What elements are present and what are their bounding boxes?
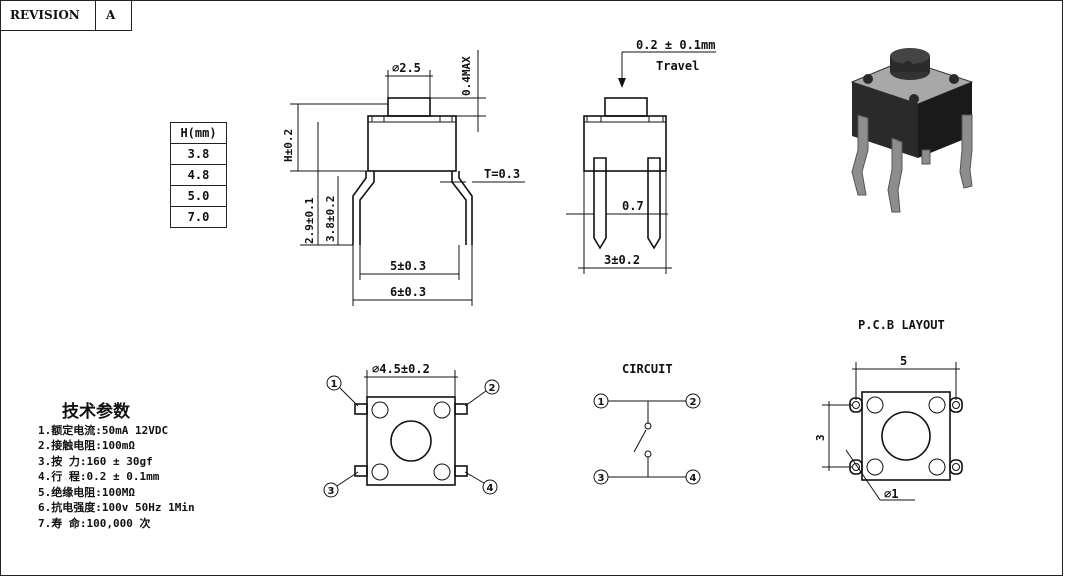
revision-box: REVISION A: [0, 0, 132, 31]
actuator-front: [387, 97, 431, 117]
body-front: [367, 115, 457, 172]
lead-length-label: 2.9±0.1: [303, 197, 316, 244]
spec-item: 2.接触电阻:100mΩ: [38, 439, 135, 452]
spec-item: 4.行 程:0.2 ± 0.1mm: [38, 470, 160, 483]
spec-item: 3.按 力:160 ± 30gf: [38, 454, 153, 468]
pcb-height-label: 3: [814, 434, 827, 441]
lead-length2-label: 3.8±0.2: [324, 196, 337, 242]
height-table-cell: 5.0: [170, 185, 227, 207]
top-pin-3: 3: [328, 486, 335, 497]
top-pin-4: 4: [487, 483, 494, 494]
height-dim-label: H±0.2: [282, 129, 295, 162]
height-table: H(mm) 3.8 4.8 5.0 7.0: [170, 122, 227, 228]
travel-value-label: 0.2 ± 0.1mm: [636, 38, 715, 52]
top-diameter-label: ∅4.5±0.2: [372, 362, 430, 376]
revision-value: A: [106, 8, 116, 22]
max-offset-label: 0.4MAX: [460, 56, 473, 96]
circuit-pin-4: 4: [690, 473, 697, 484]
pcb-title: P.C.B LAYOUT: [858, 318, 945, 332]
spec-item: 5.绝缘电阻:100MΩ: [38, 485, 135, 499]
specs-title: 技术参数: [62, 402, 130, 422]
thickness-label: T=0.3: [484, 167, 520, 181]
lead-width-label: 0.7: [622, 199, 644, 213]
travel-label: Travel: [656, 59, 699, 73]
spec-item: 7.寿 命:100,000 次: [38, 516, 151, 530]
front-view: ∅2.5 0.4MAX H±0.2 2.9±0.1 3.8±0.2 T=0.3 …: [282, 50, 525, 306]
body-side: [583, 115, 667, 172]
circuit-title: CIRCUIT: [622, 362, 673, 376]
switch-3d-render: [850, 48, 974, 213]
circuit-diagram: CIRCUIT 1 2 3 4: [593, 362, 701, 485]
outer-width-label: 6±0.3: [390, 285, 426, 299]
specs-block: 技术参数 1.额定电流:50mA 12VDC 2.接触电阻:100mΩ 3.按 …: [38, 402, 195, 531]
pcb-layout: P.C.B LAYOUT 5 3 ∅1: [814, 318, 963, 501]
spec-item: 1.额定电流:50mA 12VDC: [38, 423, 169, 437]
side-view: 0.2 ± 0.1mm Travel 0.7 3±0.2: [566, 38, 716, 274]
top-pin-1: 1: [331, 379, 338, 390]
pcb-width-label: 5: [900, 354, 907, 368]
top-view: ∅4.5±0.2 1 2 3 4: [323, 362, 500, 498]
height-table-cell: 7.0: [170, 206, 227, 228]
circuit-pin-3: 3: [598, 473, 605, 484]
lead-side-right: [647, 157, 661, 250]
top-pin-2: 2: [489, 383, 496, 394]
revision-label: REVISION: [0, 0, 96, 30]
circuit-pin-1: 1: [598, 397, 605, 408]
spec-item: 6.抗电强度:100v 50Hz 1Min: [38, 501, 195, 514]
lead-right: [451, 171, 467, 245]
base-width-label: 3±0.2: [604, 253, 640, 267]
lead-left: [359, 171, 375, 245]
lead-side-left: [593, 157, 607, 250]
pcb-hole-label: ∅1: [884, 487, 898, 501]
circuit-pin-2: 2: [690, 397, 697, 408]
inner-pitch-label: 5±0.3: [390, 259, 426, 273]
front-diameter-label: ∅2.5: [392, 61, 421, 75]
